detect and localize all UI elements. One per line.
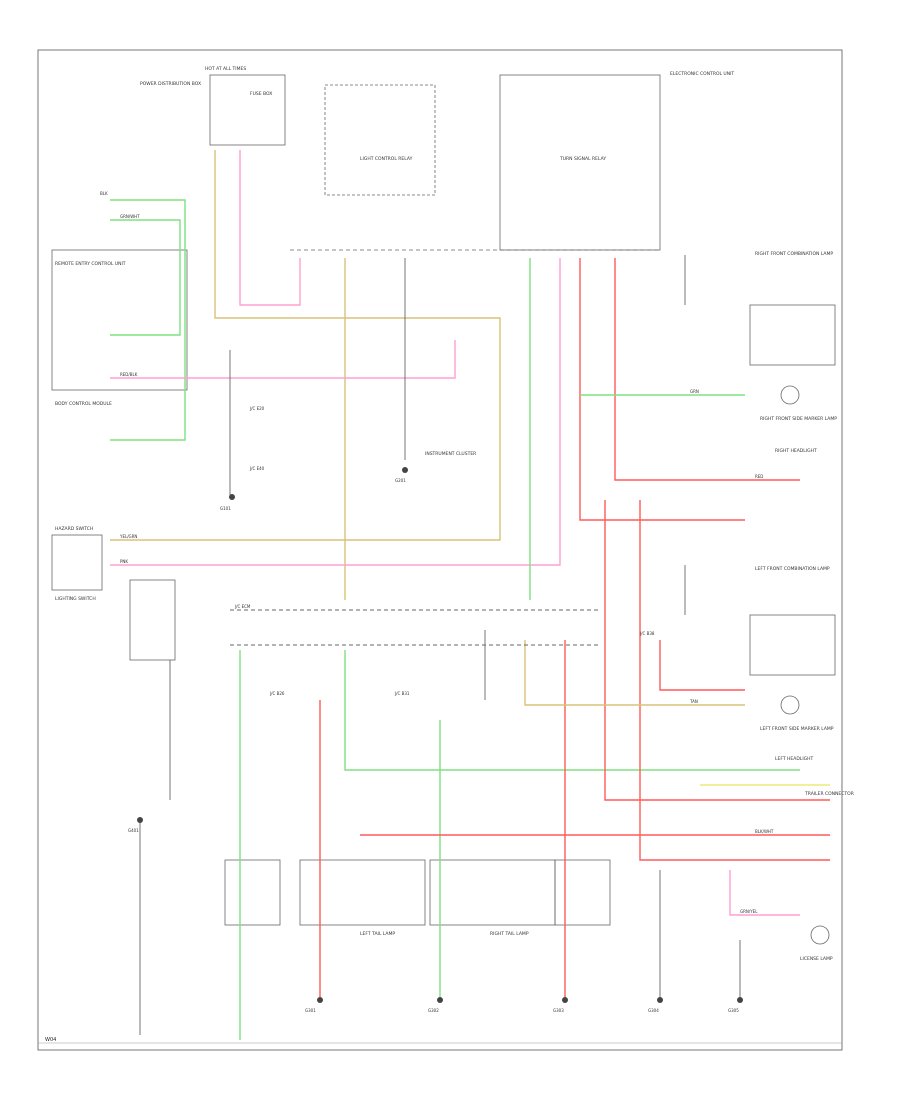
label-left-headlight: LEFT HEADLIGHT [775,756,814,762]
wire-label-grn: GRN [690,389,699,394]
wire-red-right-2 [614,258,800,481]
ground-label-g301: G301 [305,1008,316,1013]
ground-g304 [657,997,663,1003]
label-turn-signal-relay: TURN SIGNAL RELAY [559,156,606,162]
label-hazard-switch: HAZARD SWITCH [55,526,93,532]
ground-label-g305: G305 [728,1008,739,1013]
connector-labels: J/C ECM J/C E20 J/C E40 J/C B26 J/C B31 … [234,406,655,696]
ground-g302 [437,997,443,1003]
right-headlight-box [749,304,836,366]
right-lamps [749,304,836,945]
label-electronic-control-unit: ELECTRONIC CONTROL UNIT [670,71,734,77]
ground-label-g401: G401 [128,828,139,833]
right-side-lamp-box [554,859,611,926]
wire-tan-top [110,150,501,541]
wire-pink-main [239,150,301,306]
label-right-marker-lamp: RIGHT FRONT SIDE MARKER LAMP [760,416,837,422]
relay-box-group [209,74,661,251]
connector-label-e20: J/C E20 [249,406,265,411]
ground-g401 [137,817,143,823]
ground-g303 [562,997,568,1003]
wire-green-long [344,650,800,771]
wire-label-grn-yel: GRN/YEL [740,909,758,914]
label-remote-entry-control-unit: REMOTE ENTRY CONTROL UNIT [55,261,126,267]
connector-label-b38: J/C B38 [639,631,655,636]
label-power-distribution-box: POWER DISTRIBUTION BOX [140,81,201,87]
wire-labels: BLK GRN/WHT RED/BLK YEL/GRN PNK GRN RED … [100,191,774,914]
ground-label-g201: G201 [395,478,406,483]
label-body-control-module: BODY CONTROL MODULE [55,401,112,407]
label-right-tail-lamp: RIGHT TAIL LAMP [490,931,529,937]
wire-pink-lower [110,258,561,566]
connector-label-e40: J/C E40 [249,466,265,471]
ground-g301 [317,997,323,1003]
light-control-relay-box [324,84,436,196]
label-right-front-combination-lamp: RIGHT FRONT COMBINATION LAMP [755,251,833,257]
hazard-switch-box [51,534,103,591]
ground-label-g304: G304 [648,1008,659,1013]
wire-label-blk-wht: BLK/WHT [755,829,774,834]
label-fuse-box: FUSE BOX [250,91,272,97]
ground-label-g101: G101 [220,506,231,511]
wire-green-left [110,199,186,441]
ground-label-g302: G302 [428,1008,439,1013]
lighting-switch-box [129,579,176,661]
ground-g201 [402,467,408,473]
wire-green-left-2 [110,219,181,336]
turn-signal-relay-box [499,74,661,251]
label-hot-at-all-times: HOT AT ALL TIMES [205,66,246,72]
grounds [137,467,743,1003]
ground-g101 [229,494,235,500]
wire-label-blk: BLK [100,191,108,196]
gray-wire-layer [139,255,741,1035]
left-marker-lamp [780,695,800,715]
wire-red-headlight [659,640,745,691]
wire-label-red: RED [755,474,763,479]
label-trailer-connector: TRAILER CONNECTOR [804,791,854,797]
connector-label-b31: J/C B31 [394,691,410,696]
wire-label-tan: TAN [689,699,698,704]
label-right-headlight: RIGHT HEADLIGHT [775,448,817,454]
remote-entry-module-box [51,249,188,391]
wire-red-trailer [604,500,830,801]
tail-lamps [224,859,611,926]
left-tail-lamp-box [299,859,426,926]
wire-red-trailer-2 [639,500,830,861]
ground-g305 [737,997,743,1003]
wire-label-red-blk: RED/BLK [120,372,138,377]
ground-labels: G101 G201 G301 G302 G303 G304 G305 G401 [128,478,739,1013]
wire-layer [110,150,830,1040]
left-side-lamp-box [224,859,281,926]
label-left-tail-lamp: LEFT TAIL LAMP [360,931,395,937]
wire-label-pnk: PNK [120,559,128,564]
left-modules [51,249,188,661]
connector-label-ecm: J/C ECM [234,604,251,609]
connector-label-b26: J/C B26 [269,691,285,696]
wire-tan-lower [524,640,745,706]
label-instrument-cluster: INSTRUMENT CLUSTER [425,451,476,457]
wire-red-license [729,870,800,916]
top-fuse-box [209,74,286,146]
component-labels: POWER DISTRIBUTION BOX HOT AT ALL TIMES … [55,66,854,962]
diagram-frame [37,49,843,1051]
label-lighting-switch: LIGHTING SWITCH [55,596,96,602]
label-light-control-relay: LIGHT CONTROL RELAY [360,156,413,162]
right-marker-lamp [780,385,800,405]
label-license-lamp: LICENSE LAMP [800,956,833,962]
footer-code: W04 [45,1037,56,1043]
label-left-marker-lamp: LEFT FRONT SIDE MARKER LAMP [760,726,834,732]
wire-label-yel-grn: YEL/GRN [119,534,137,539]
license-lamp [810,925,830,945]
wire-label-grn-wht: GRN/WHT [120,214,140,219]
label-left-front-combination-lamp: LEFT FRONT COMBINATION LAMP [755,566,830,572]
ground-label-g303: G303 [553,1008,564,1013]
left-headlight-box [749,614,836,676]
right-tail-lamp-box [429,859,556,926]
wire-red-right [579,258,745,521]
wire-pink-module [110,340,456,379]
